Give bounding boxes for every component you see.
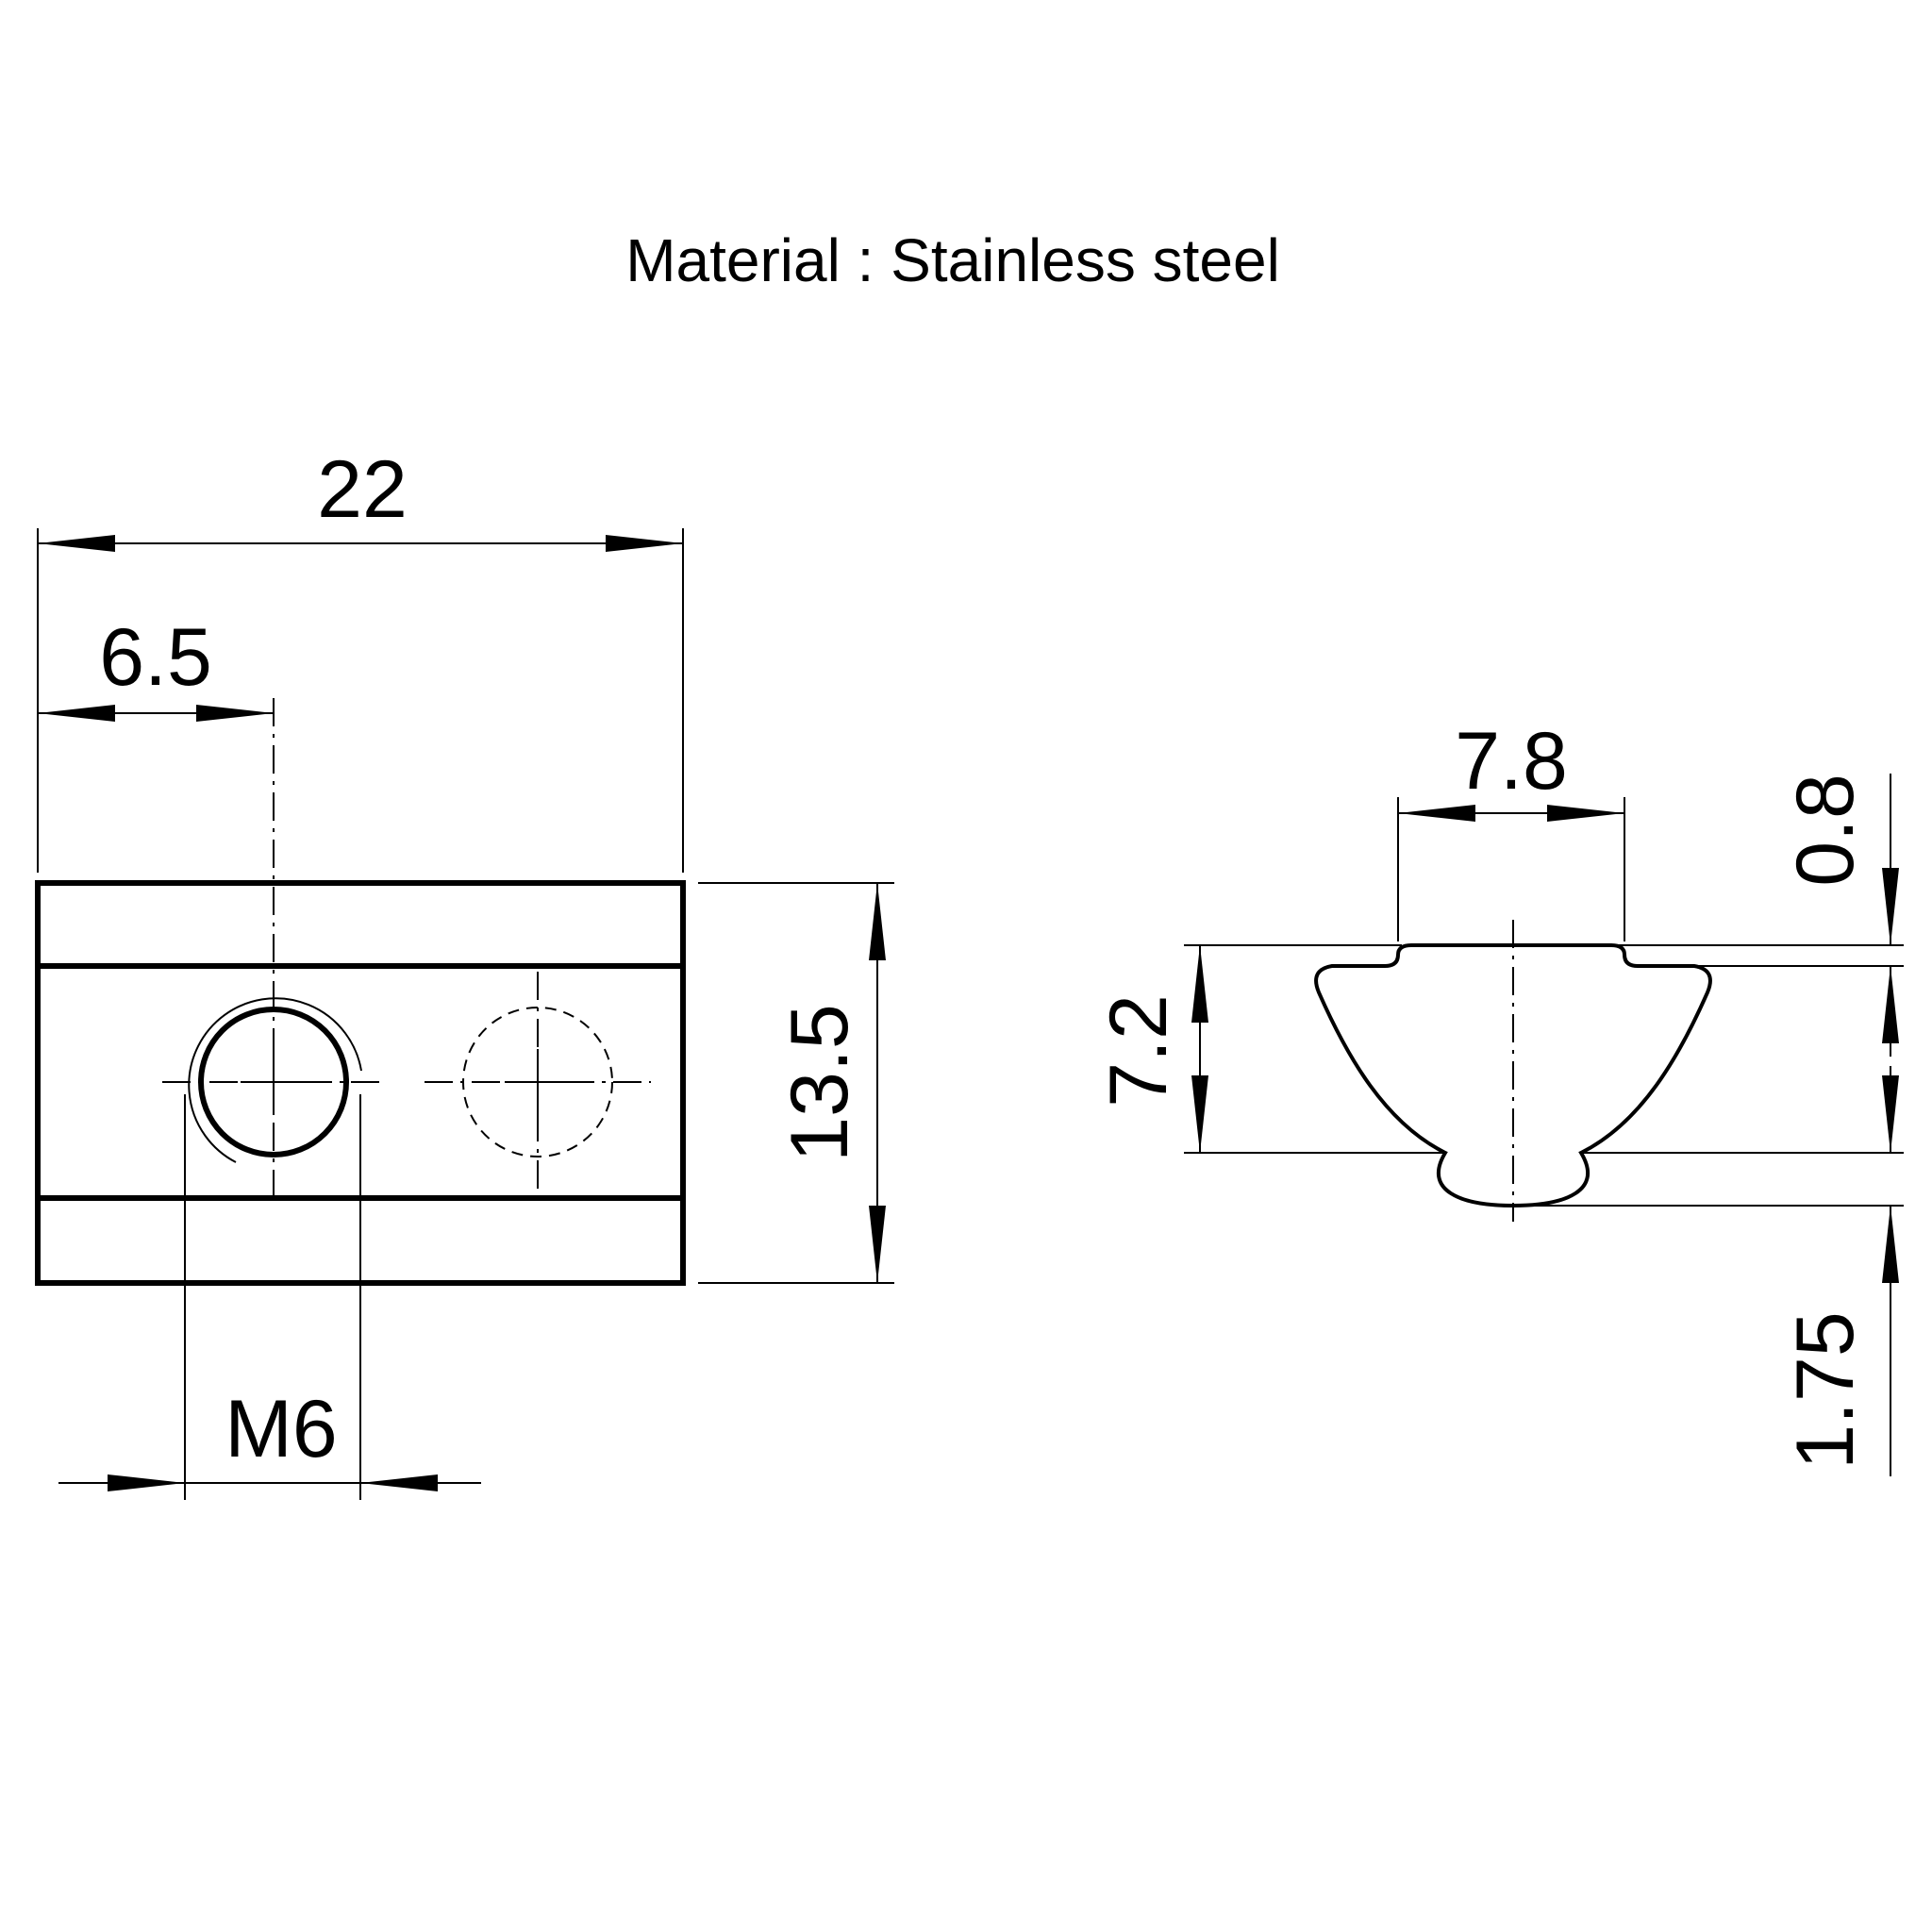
arrow-1-75-top (1882, 1075, 1899, 1153)
arrow-0-8-top (1882, 868, 1899, 945)
arrow-7-8-right (1547, 805, 1624, 822)
arrow-7-2-bottom (1191, 1075, 1208, 1153)
label-1-75: 1.75 (1780, 1311, 1871, 1469)
dimension-thread: M6 (58, 1094, 481, 1500)
label-6-5: 6.5 (99, 612, 212, 703)
label-0-8: 0.8 (1780, 774, 1871, 887)
arrow-7-8-left (1398, 805, 1475, 822)
arrow-22-left (38, 535, 115, 552)
label-m6: M6 (225, 1384, 337, 1474)
arrow-6-5-right (196, 705, 274, 722)
arrow-m6-left (108, 1474, 185, 1491)
dimension-bottom-protrusion: 1.75 (1513, 1066, 1904, 1476)
arrow-1-75-bottom (1882, 1206, 1899, 1283)
arrow-m6-right (360, 1474, 438, 1491)
arrow-7-2-top (1191, 945, 1208, 1023)
material-title: Material : Stainless steel (625, 226, 1280, 294)
dimension-top-width: 7.8 (1397, 716, 1625, 941)
dimension-lip-thickness: 0.8 (1611, 774, 1904, 1057)
dimension-height: 13.5 (698, 882, 894, 1284)
arrow-13-5-bottom (869, 1206, 886, 1283)
arrow-22-right (606, 535, 683, 552)
label-13-5: 13.5 (774, 1004, 865, 1161)
thread-major-arc (188, 997, 362, 1163)
dimension-overall-length: 22 (37, 444, 684, 873)
label-7-8: 7.8 (1455, 716, 1568, 807)
arrow-13-5-top (869, 883, 886, 960)
label-22: 22 (317, 444, 408, 535)
arrow-6-5-left (38, 705, 115, 722)
dimension-hole-offset: 6.5 (38, 612, 274, 722)
arrow-0-8-bottom (1882, 966, 1899, 1043)
dimension-profile-height: 7.2 (1093, 944, 1445, 1154)
label-7-2: 7.2 (1093, 994, 1184, 1108)
